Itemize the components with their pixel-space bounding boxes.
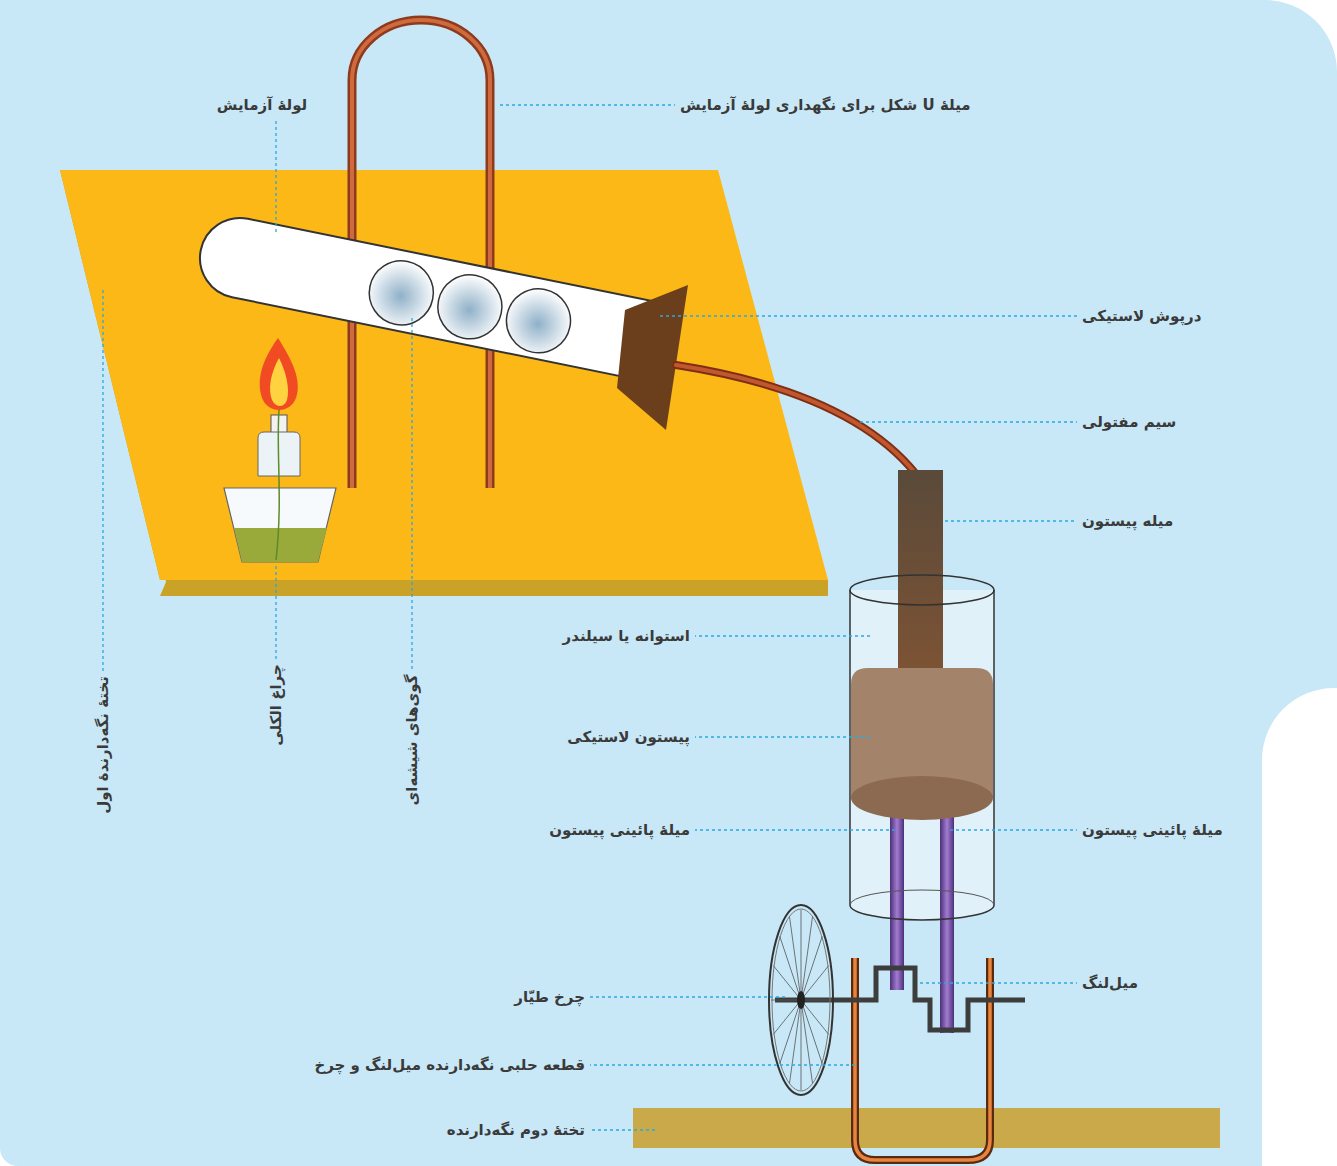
lower-rod-label: میلهٔ پائینی پیستون <box>549 821 690 839</box>
leader-line <box>102 290 103 671</box>
lower-rod-left <box>890 815 904 990</box>
leader-line <box>275 119 276 232</box>
alcohol-lamp <box>224 338 336 562</box>
flywheel-spoke <box>780 1000 801 1064</box>
wire-shine <box>676 365 916 474</box>
test-tube <box>193 211 670 383</box>
cylinder-bottom-rim <box>850 890 994 905</box>
piston-rod-label: میله پیستون <box>1082 512 1173 530</box>
flywheel-spoke <box>801 1000 822 1064</box>
flywheel-spoke <box>790 917 801 1000</box>
piston-rod <box>898 470 943 675</box>
leader-line <box>695 829 895 830</box>
stopper-label: درپوش لاستیکی <box>1082 307 1201 325</box>
cylinder-label: استوانه یا سیلندر <box>563 627 690 645</box>
balls-label: گوی‌های شیشه‌ای <box>403 674 421 805</box>
leader-line <box>860 421 1077 422</box>
leader-line <box>590 1129 655 1130</box>
leader-line <box>920 982 1077 983</box>
leader-line <box>660 315 1077 316</box>
leader-line <box>411 318 412 669</box>
leader-line <box>590 1064 855 1065</box>
test-tube-label: لولهٔ آزمایش <box>217 96 308 114</box>
cylinder-top <box>850 575 994 605</box>
flywheel-spoke <box>801 1000 831 1001</box>
first-board-edge <box>60 170 828 596</box>
flywheel-spoke <box>801 966 829 1000</box>
rubber-piston-bottom <box>851 776 993 820</box>
rubber-stopper <box>617 285 688 430</box>
second-board <box>633 1108 1220 1148</box>
crankshaft <box>775 968 1025 1030</box>
lower-rod-label: میلهٔ پائینی پیستون <box>1082 821 1223 839</box>
wire-label: سیم مفتولی <box>1082 413 1176 431</box>
leader-line <box>945 520 1077 521</box>
flywheel-spoke <box>801 910 802 1000</box>
piston-label: پیستون لاستیکی <box>567 728 690 746</box>
u-rod-label: میلهٔ U شکل برای نگهداری لولهٔ آزمایش <box>680 96 971 114</box>
leader-line <box>950 829 1077 830</box>
flywheel-hub <box>797 991 805 1009</box>
lamp-label: چراغ الکلی <box>267 664 285 746</box>
flywheel <box>769 905 833 1095</box>
cylinder-outline <box>850 590 994 920</box>
wire <box>676 365 916 474</box>
leader-line <box>500 104 675 105</box>
bracket-label: قطعه حلبی نگه‌دارنده میل‌لنگ و چرخ <box>314 1056 585 1074</box>
flywheel-spoke <box>801 936 822 1000</box>
flywheel-spoke <box>801 1000 802 1090</box>
leader-line <box>590 996 785 997</box>
flywheel-spoke <box>780 936 801 1000</box>
flywheel-spoke <box>771 1000 801 1001</box>
flywheel-label: چرخ طیّار <box>514 988 585 1006</box>
lower-rod-right <box>940 815 954 1033</box>
board-label: تختهٔ دوم نگه‌دارنده <box>447 1121 585 1139</box>
flywheel-spoke <box>801 1000 812 1083</box>
leader-line <box>695 736 870 737</box>
leader-line <box>275 566 276 659</box>
crankshaft-label: میل‌لنگ <box>1082 974 1138 992</box>
board-label: تختهٔ نگه‌دارندهٔ اول <box>94 676 112 814</box>
flywheel-spoke <box>773 1000 801 1034</box>
leader-line <box>695 635 870 636</box>
